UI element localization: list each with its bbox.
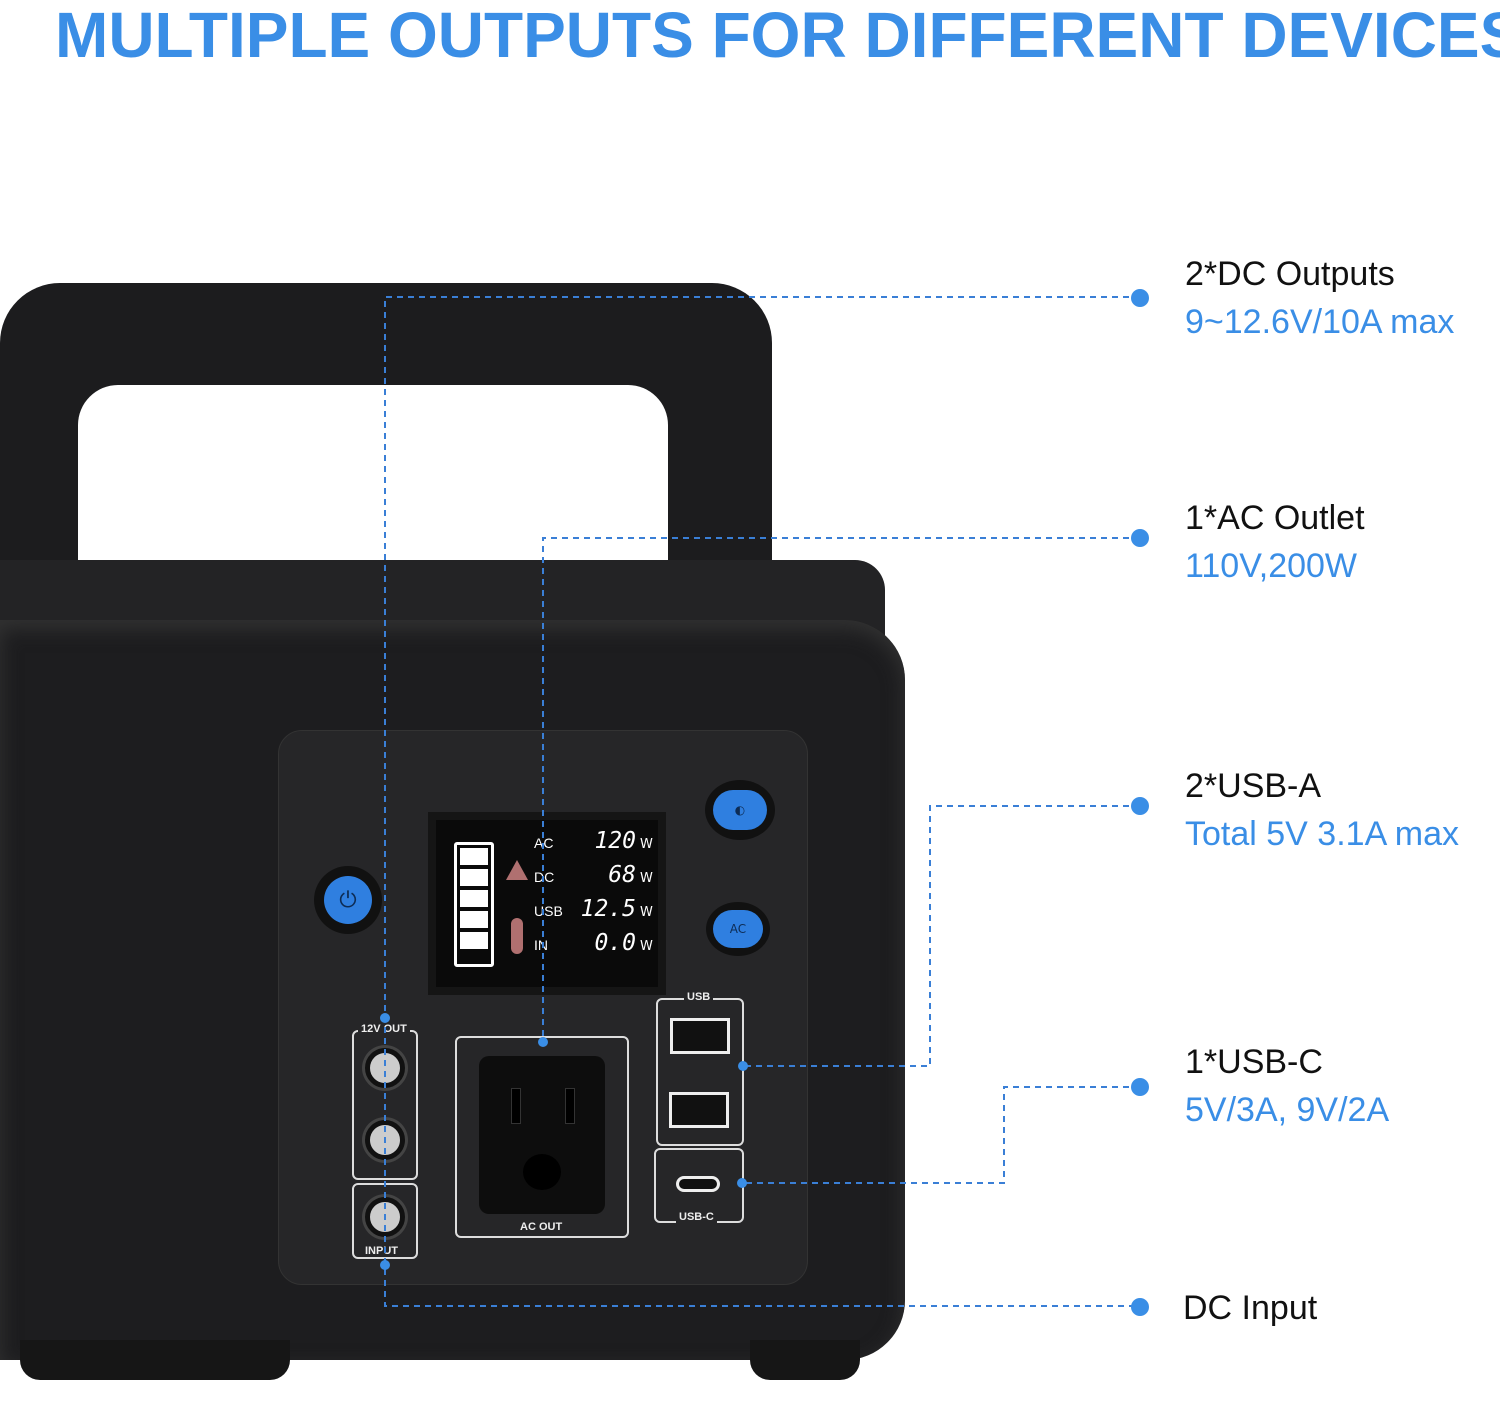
feature-spec: 110V,200W	[1185, 547, 1358, 585]
input-label: INPUT	[362, 1245, 401, 1257]
lcd-row-usb: USB 12.5 W	[534, 896, 658, 922]
port-dot	[738, 1061, 748, 1071]
dc-out-label: 12V OUT	[358, 1023, 410, 1035]
lcd-unit: W	[640, 939, 653, 954]
ac-outlet	[479, 1056, 605, 1214]
port-dot	[737, 1178, 747, 1188]
feature-dc-outputs: 2*DC Outputs 9~12.6V/10A max	[1185, 250, 1497, 346]
lcd-value: 68	[608, 862, 636, 888]
lcd-label: DC	[534, 869, 555, 885]
port-dot	[380, 1260, 390, 1270]
feature-title: 2*USB-A	[1185, 767, 1322, 805]
usb-c-box: USB-C	[654, 1148, 744, 1223]
usb-a-port	[669, 1092, 729, 1128]
lcd-unit: W	[640, 837, 653, 852]
feature-title: 2*DC Outputs	[1185, 255, 1395, 293]
usb-a-port	[670, 1018, 730, 1054]
feature-spec: Total 5V 3.1A max	[1185, 815, 1460, 853]
feature-usb-c: 1*USB-C 5V/3A, 9V/2A	[1185, 1038, 1497, 1134]
ac-button[interactable]: AC	[706, 902, 770, 956]
lcd-label: IN	[534, 937, 548, 953]
callout-dot	[1131, 797, 1149, 815]
feature-spec: 9~12.6V/10A max	[1185, 303, 1455, 341]
callout-line-usb-a	[743, 805, 1140, 1067]
thermometer-icon	[511, 918, 523, 954]
callout-dot	[1131, 1298, 1149, 1316]
usb-c-label: USB-C	[676, 1211, 717, 1223]
usb-c-port	[676, 1176, 720, 1192]
callout-line-ac	[542, 537, 1140, 1042]
feature-title: 1*AC Outlet	[1185, 499, 1365, 537]
ac-out-label: AC OUT	[517, 1221, 566, 1233]
light-button[interactable]: ◐	[705, 780, 775, 840]
foot	[750, 1340, 860, 1380]
feature-usb-a: 2*USB-A Total 5V 3.1A max	[1185, 762, 1497, 858]
warning-icon	[506, 860, 528, 880]
feature-title: DC Input	[1183, 1289, 1318, 1327]
port-dot	[538, 1037, 548, 1047]
lcd-label: USB	[534, 903, 563, 919]
lcd-row-dc: DC 68 W	[534, 862, 658, 888]
callout-line-dc	[384, 296, 1140, 1307]
port-dot	[380, 1013, 390, 1023]
callout-dot	[1131, 289, 1149, 307]
lcd-unit: W	[640, 871, 653, 886]
power-icon: ⏻	[324, 876, 372, 924]
callout-dot	[1131, 1078, 1149, 1096]
foot	[20, 1340, 290, 1380]
page-title: MULTIPLE OUTPUTS FOR DIFFERENT DEVICES	[55, 0, 1500, 71]
feature-spec: 5V/3A, 9V/2A	[1185, 1091, 1390, 1129]
light-icon: ◐	[713, 790, 767, 830]
callout-line-usb-c	[742, 1086, 1140, 1184]
feature-title: 1*USB-C	[1185, 1043, 1323, 1081]
lcd-row-in: IN 0.0 W	[534, 930, 658, 956]
feature-ac-outlet: 1*AC Outlet 110V,200W	[1185, 494, 1497, 590]
power-button[interactable]: ⏻	[314, 866, 382, 934]
usb-a-box: USB	[656, 991, 744, 1146]
usb-label: USB	[684, 991, 714, 1003]
lcd-value: 12.5	[580, 896, 636, 922]
lcd-unit: W	[640, 905, 653, 920]
ac-outlet-box: AC OUT	[455, 1036, 629, 1238]
feature-dc-input: DC Input	[1183, 1284, 1495, 1332]
lcd-value: 0.0	[594, 930, 636, 956]
callout-dot	[1131, 529, 1149, 547]
ac-button-label: AC	[713, 910, 763, 948]
battery-icon	[454, 842, 494, 967]
lcd-value: 120	[594, 828, 636, 854]
